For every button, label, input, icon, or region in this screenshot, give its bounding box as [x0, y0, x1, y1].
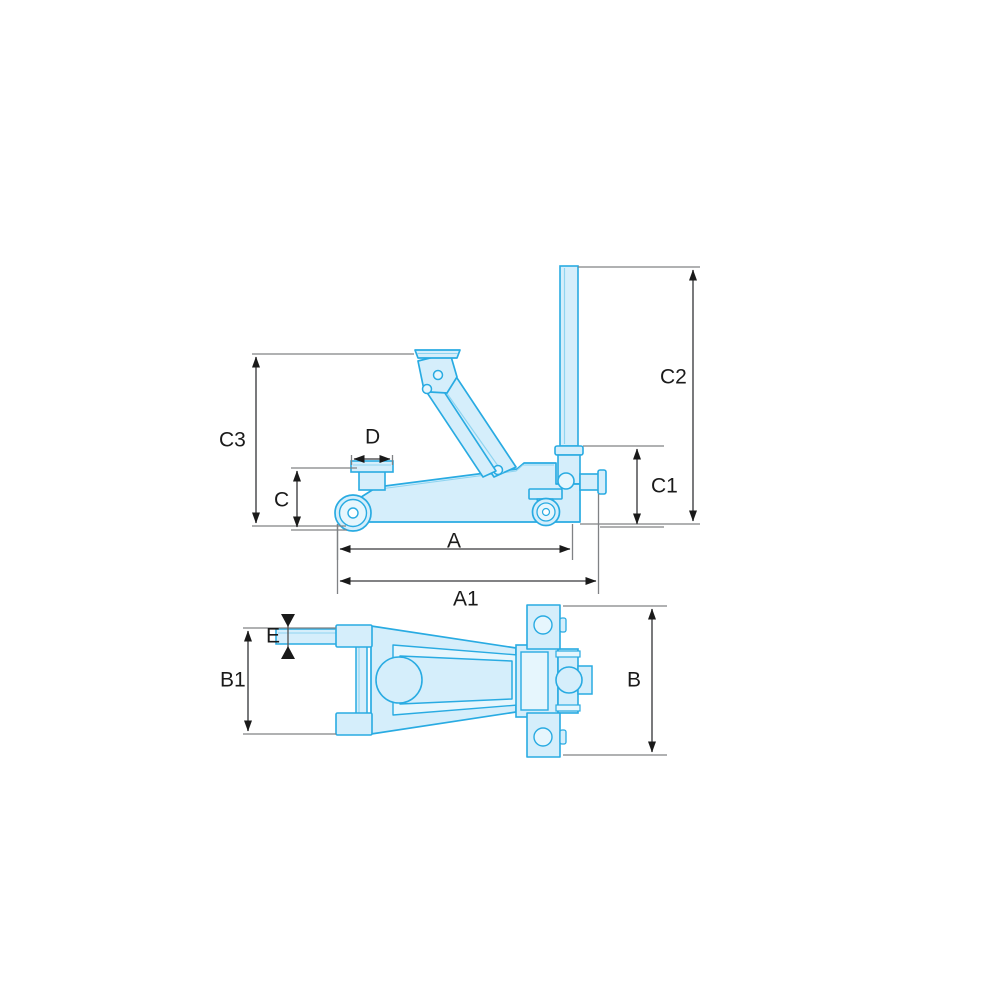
- rear-caster-left-top: [526, 604, 567, 650]
- front-wheel-left-top: [335, 624, 373, 648]
- front-wheel-side: [334, 494, 372, 532]
- arrow-e-top: [281, 614, 295, 627]
- saddle-column-side: [417, 352, 458, 395]
- rear-caster-right-top: [526, 712, 567, 758]
- handle-tube-top: [275, 628, 343, 645]
- saddle-pad-side: [414, 349, 461, 359]
- dim-label-b: B: [627, 669, 641, 692]
- rear-caster-side: [528, 488, 563, 527]
- pivot-pin-body: [557, 472, 575, 490]
- pivot-pin-upper: [432, 369, 444, 381]
- dimension-E: E: [266, 614, 295, 659]
- top-view-group: B1 E B: [220, 604, 667, 758]
- handle-tube-side: [559, 265, 579, 447]
- dim-label-e: E: [266, 625, 280, 648]
- pump-housing-top: [515, 644, 559, 718]
- front-cross-member-top: [355, 639, 368, 721]
- release-valve-spigot: [579, 469, 607, 495]
- dimension-B1: B1: [220, 627, 336, 735]
- dim-label-c3: C3: [219, 429, 246, 452]
- dim-label-b1: B1: [220, 669, 246, 692]
- chassis-body-side: [346, 462, 581, 523]
- dimension-D: D: [350, 426, 394, 465]
- dimension-C: C: [274, 467, 357, 531]
- valve-knob-top: [555, 665, 593, 695]
- cylinder-circle-top: [375, 656, 423, 704]
- dim-label-c1: C1: [651, 475, 678, 498]
- dim-label-c2: C2: [660, 366, 687, 389]
- side-view-group: C3 C D C2 C1: [219, 265, 700, 611]
- dimension-C1: C1: [583, 445, 678, 528]
- arrow-e-bottom: [281, 646, 295, 659]
- dim-label-d: D: [365, 426, 380, 449]
- dimension-B: B: [563, 605, 667, 756]
- pivot-pin-knuckle: [421, 383, 433, 395]
- dim-label-c: C: [274, 489, 289, 512]
- dimension-C3: C3: [219, 353, 414, 527]
- dimension-A1: A1: [336, 494, 600, 611]
- lowered-saddle-post: [350, 460, 394, 491]
- front-wheel-right-top: [335, 712, 373, 736]
- dim-label-a1: A1: [453, 588, 479, 611]
- dim-label-a: A: [447, 530, 461, 553]
